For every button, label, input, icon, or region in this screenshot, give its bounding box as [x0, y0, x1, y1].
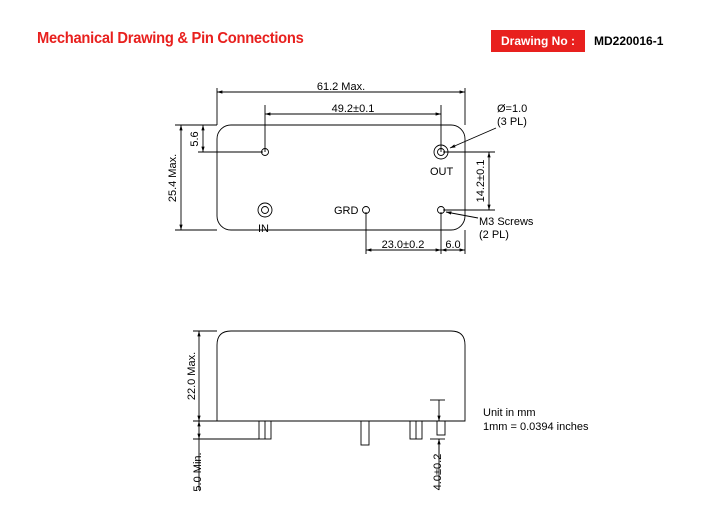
screw-hole	[437, 206, 445, 214]
units-line-2: 1mm = 0.0394 inches	[483, 421, 589, 433]
in-pin-inner	[261, 206, 269, 214]
side-view-body-outline	[216, 330, 466, 422]
label-body-height: 22.0 Max.	[186, 352, 198, 400]
label-pin-offset: 5.6	[189, 131, 201, 146]
label-pin-span: 49.2±0.1	[332, 103, 375, 115]
label-grd-to-screw: 23.0±0.2	[382, 239, 425, 251]
in-pin-outer	[257, 202, 273, 218]
out-pin-outer	[433, 144, 449, 160]
label-overall-length: 61.2 Max.	[317, 81, 365, 93]
leader-pin-diameter	[449, 127, 497, 149]
pin-top-left	[261, 148, 269, 156]
label-in: IN	[258, 223, 269, 235]
label-out-to-screw: 14.2±0.1	[475, 160, 487, 203]
side-view	[193, 330, 466, 490]
units-line-1: Unit in mm	[483, 407, 536, 419]
drawing-number-label: Drawing No :	[491, 30, 585, 52]
label-out: OUT	[430, 166, 454, 178]
label-pin-diameter-qty: (3 PL)	[497, 116, 527, 128]
label-screws-qty: (2 PL)	[479, 229, 509, 241]
label-pin-length: 5.0 Min.	[192, 452, 204, 491]
drawing-title: Mechanical Drawing & Pin Connections	[37, 30, 304, 47]
label-screw-to-edge: 6.0	[445, 239, 460, 251]
grd-pin	[362, 206, 370, 214]
drawing-number-value: MD220016-1	[594, 34, 664, 48]
top-view-body-outline	[216, 124, 466, 231]
side-screw	[436, 420, 446, 436]
label-screws: M3 Screws	[479, 216, 534, 228]
side-grd-pin	[360, 420, 370, 446]
label-grd: GRD	[334, 205, 359, 217]
leader-screws	[445, 211, 479, 219]
top-view	[175, 88, 497, 254]
label-screw-length: 4.0±0.2	[432, 454, 444, 491]
out-pin-inner	[437, 148, 445, 156]
label-height: 25.4 Max.	[167, 154, 179, 202]
label-pin-diameter: Ø=1.0	[497, 103, 527, 115]
